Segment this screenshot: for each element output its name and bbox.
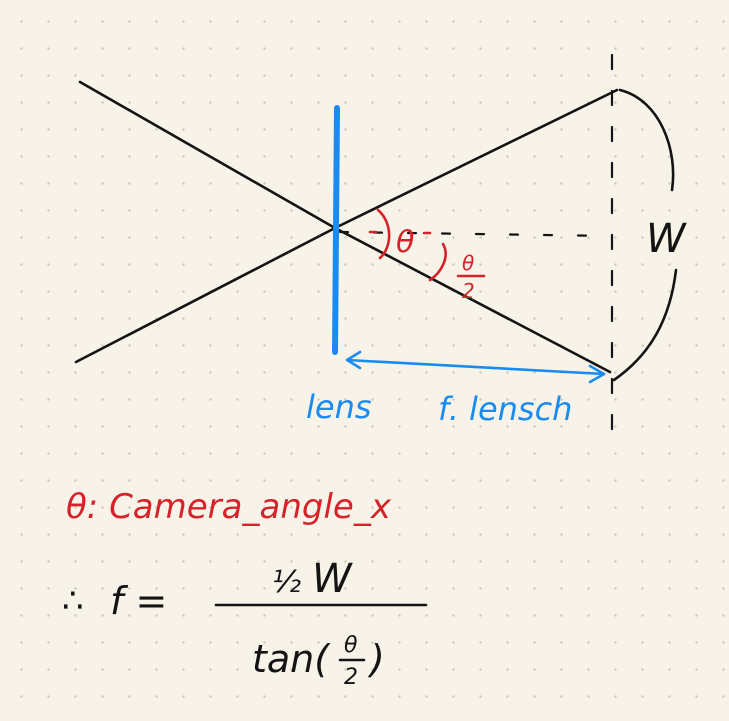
lens-label: lens bbox=[306, 388, 372, 426]
denominator-close-paren: ) bbox=[367, 637, 385, 681]
theta-arc bbox=[376, 208, 391, 260]
width-label: W bbox=[646, 216, 687, 262]
half-theta-arc bbox=[428, 242, 447, 282]
focal-arrow-head-right bbox=[588, 364, 606, 384]
ray-upper-left bbox=[78, 80, 337, 230]
half-theta-numerator: θ bbox=[462, 251, 474, 275]
optical-axis-dashed-line bbox=[338, 230, 614, 238]
ray-upper-right bbox=[333, 88, 619, 230]
ray-lower-right bbox=[333, 226, 612, 374]
theta-label: θ bbox=[396, 225, 414, 260]
width-brace-bottom bbox=[612, 268, 678, 382]
width-brace-top bbox=[618, 88, 675, 192]
numerator-half: ½ bbox=[272, 565, 301, 600]
half-theta-denominator: 2 bbox=[462, 279, 475, 303]
theta-definition: θ: Camera_angle_x bbox=[66, 487, 392, 527]
lens-line bbox=[332, 105, 340, 355]
f-equals: f = bbox=[110, 579, 167, 623]
focal-length-arrow bbox=[345, 358, 606, 376]
denominator-two: 2 bbox=[344, 665, 358, 690]
focal-arrow-head-left bbox=[345, 350, 362, 370]
numerator-w: W bbox=[312, 556, 353, 602]
ray-lower-left bbox=[74, 226, 337, 364]
denominator-tan: tan( bbox=[252, 637, 331, 681]
denominator-theta: θ bbox=[344, 633, 358, 658]
therefore-symbol: ∴ bbox=[62, 581, 84, 621]
focal-length-label: f. lensch bbox=[438, 390, 572, 428]
